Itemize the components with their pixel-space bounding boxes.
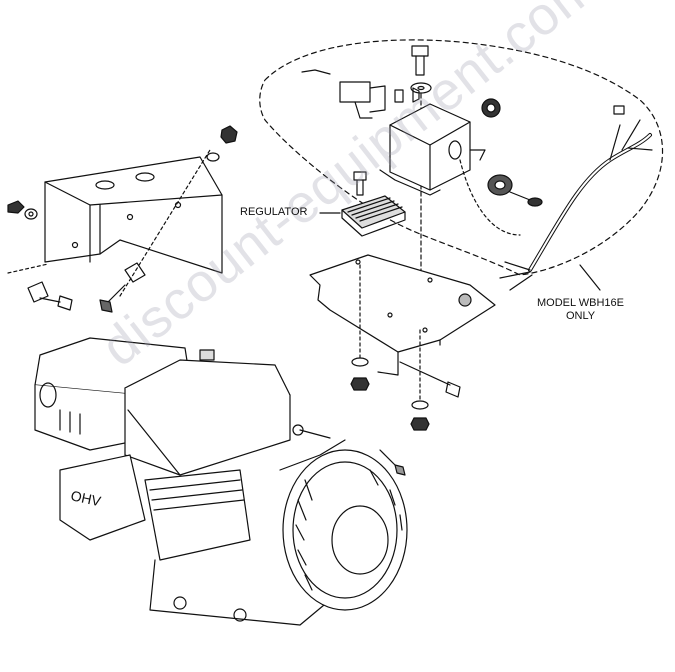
engine-cover-bracket [44,156,223,274]
regulator-label: REGULATOR [240,206,308,218]
dashed-enclosure [259,39,664,276]
mounting-plate [309,254,496,376]
regulator-part [319,171,406,237]
bracket-fasteners [7,125,238,313]
solenoid-box [379,98,501,196]
model-label-line2: ONLY [565,310,596,322]
model-label: MODEL WBH16E ONLY [537,297,624,323]
svg-text:OHV: OHV [69,487,103,509]
model-label-line1: MODEL WBH16E [537,297,625,309]
key-switch [459,159,543,236]
wire-harness [499,105,653,291]
plate-fasteners [350,264,461,431]
engine: OHV [34,337,408,626]
relay-connector [301,69,420,119]
